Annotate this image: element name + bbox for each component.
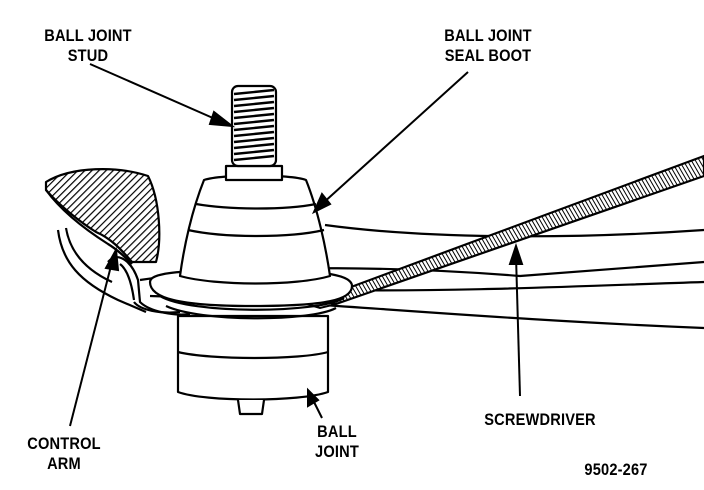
ball-joint-stud-base xyxy=(224,164,284,182)
ball-joint-body xyxy=(176,314,330,416)
ball-joint-seal-boot xyxy=(178,174,332,285)
label-ball-joint: BALL JOINT xyxy=(315,422,359,461)
ball-joint-stud xyxy=(230,84,278,168)
control-arm-flange-edge xyxy=(45,189,133,265)
label-ball-joint-seal-boot: BALL JOINT SEAL BOOT xyxy=(444,26,532,65)
control-arm-hatched-flange xyxy=(44,168,161,264)
label-ball-joint-stud: BALL JOINT STUD xyxy=(44,26,132,65)
label-control-arm: CONTROL ARM xyxy=(27,434,101,473)
leader-ball-joint xyxy=(307,387,323,419)
leader-screwdriver xyxy=(508,242,524,397)
leader-stud xyxy=(89,63,236,128)
leader-lines xyxy=(69,63,524,427)
leader-control-arm xyxy=(69,246,120,427)
leader-seal-boot xyxy=(311,71,469,215)
screwdriver-shaft xyxy=(299,154,704,310)
figure-number: 9502-267 xyxy=(584,460,648,479)
label-screwdriver: SCREWDRIVER xyxy=(484,410,596,429)
